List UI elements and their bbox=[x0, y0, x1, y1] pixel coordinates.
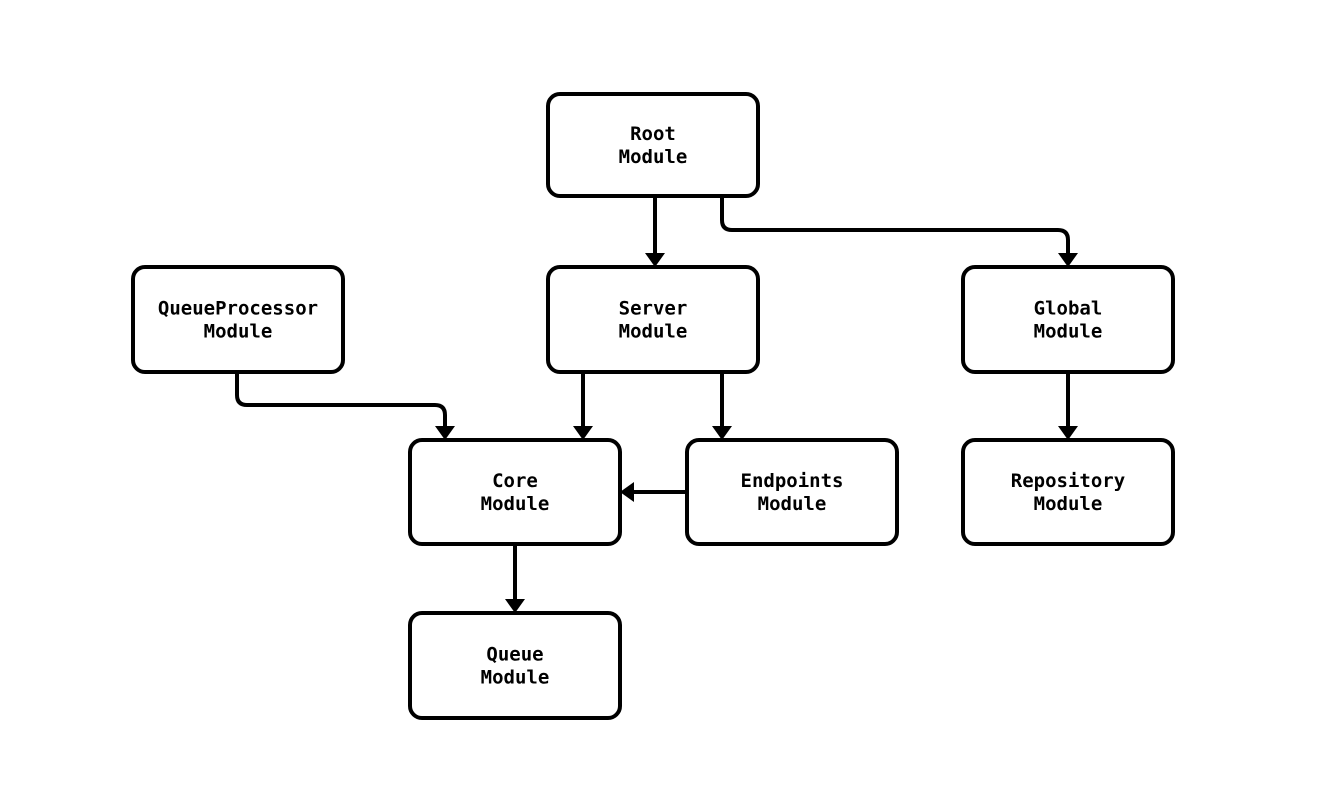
node-label-line2: Module bbox=[1034, 320, 1103, 342]
node-box[interactable] bbox=[546, 265, 760, 374]
node-label-line1: Root bbox=[630, 123, 676, 145]
edge-endpoints-to-core bbox=[620, 482, 687, 502]
edge-line bbox=[720, 196, 1070, 253]
node-label-line1: Server bbox=[619, 297, 688, 319]
node-box[interactable] bbox=[685, 438, 899, 546]
edge-line bbox=[235, 372, 447, 426]
node-label-line1: Global bbox=[1034, 297, 1103, 319]
edge-root-to-global bbox=[720, 196, 1078, 267]
edge-queueprocessor-to-core bbox=[235, 372, 455, 440]
node-label-line2: Module bbox=[204, 320, 273, 342]
edge-arrowhead bbox=[505, 599, 525, 613]
node-label-line1: QueueProcessor bbox=[158, 297, 318, 319]
edge-server-to-endpoints bbox=[712, 372, 732, 440]
edge-global-to-repository bbox=[1058, 372, 1078, 440]
node-box[interactable] bbox=[131, 265, 345, 374]
edge-server-to-core bbox=[573, 372, 593, 440]
node-box[interactable] bbox=[408, 611, 622, 720]
node-label-line1: Endpoints bbox=[741, 470, 844, 492]
node-label-line2: Module bbox=[619, 320, 688, 342]
node-label-line2: Module bbox=[619, 146, 688, 168]
edge-core-to-queue bbox=[505, 544, 525, 613]
node-label-line1: Core bbox=[492, 470, 538, 492]
node-label-line1: Queue bbox=[486, 643, 543, 665]
edges-layer bbox=[235, 196, 1078, 613]
node-box[interactable] bbox=[961, 265, 1175, 374]
edge-arrowhead bbox=[1058, 253, 1078, 267]
edge-arrowhead bbox=[620, 482, 634, 502]
edge-arrowhead bbox=[1058, 426, 1078, 440]
edge-arrowhead bbox=[573, 426, 593, 440]
edge-arrowhead bbox=[435, 426, 455, 440]
node-box[interactable] bbox=[961, 438, 1175, 546]
edge-arrowhead bbox=[712, 426, 732, 440]
node-box[interactable] bbox=[408, 438, 622, 546]
node-label-line2: Module bbox=[1034, 493, 1103, 515]
edge-root-to-server bbox=[645, 196, 665, 267]
node-label-line2: Module bbox=[758, 493, 827, 515]
node-label-line2: Module bbox=[481, 666, 550, 688]
node-label-line2: Module bbox=[481, 493, 550, 515]
edge-arrowhead bbox=[645, 253, 665, 267]
node-box[interactable] bbox=[546, 92, 760, 198]
node-label-line1: Repository bbox=[1011, 470, 1125, 492]
